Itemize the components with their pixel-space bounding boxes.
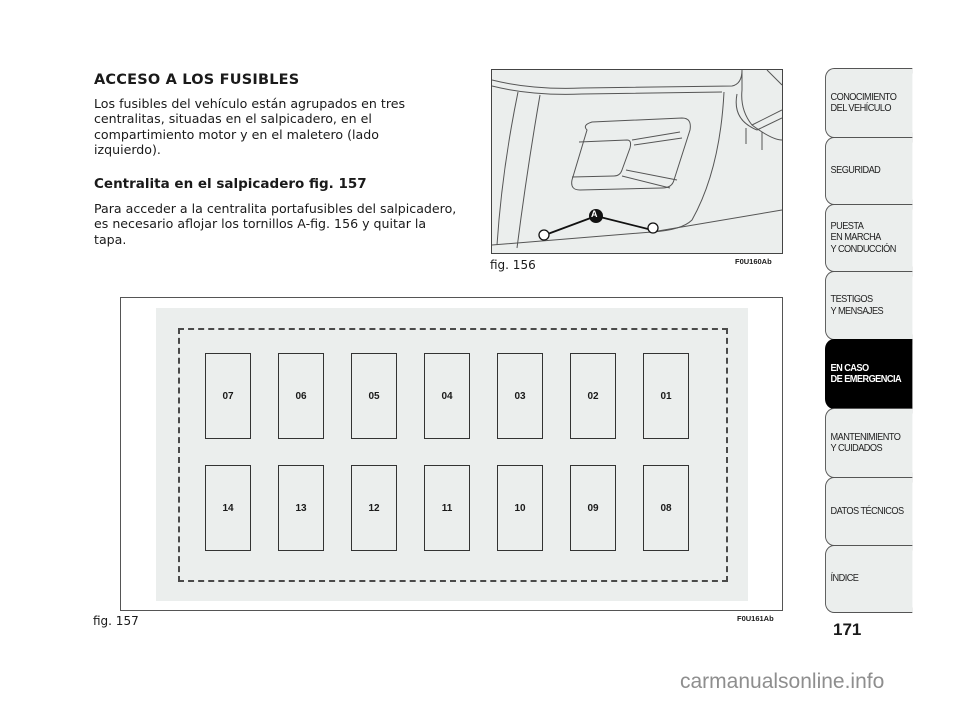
screw-right-icon (647, 222, 659, 234)
callout-a-label: A (591, 209, 598, 219)
tab-puesta-en-marcha[interactable]: PUESTA EN MARCHA Y CONDUCCIÓN (825, 204, 913, 272)
fuse-14: 14 (205, 465, 251, 551)
fuse-11: 11 (424, 465, 470, 551)
tab-seguridad[interactable]: SEGURIDAD (825, 137, 913, 205)
fuse-08: 08 (643, 465, 689, 551)
tab-indice[interactable]: ÍNDICE (825, 545, 913, 613)
tab-testigos-y-mensajes[interactable]: TESTIGOS Y MENSAJES (825, 271, 913, 340)
fuse-09: 09 (570, 465, 616, 551)
fuse-05: 05 (351, 353, 397, 439)
fuse-13: 13 (278, 465, 324, 551)
fuse-07: 07 (205, 353, 251, 439)
subsection-title: Centralita en el salpicadero fig. 157 (94, 176, 367, 192)
body-line: tapa. (94, 231, 127, 247)
intro-line: centralitas, situadas en el salpicadero,… (94, 111, 372, 127)
body-line: Para acceder a la centralita portafusibl… (94, 201, 457, 216)
dashboard-panel-drawing (491, 69, 783, 249)
fuse-03: 03 (497, 353, 543, 439)
intro-line: Los fusibles del vehículo están agrupado… (94, 96, 406, 111)
fuse-12: 12 (351, 465, 397, 551)
tab-en-caso-de-emergencia[interactable]: EN CASO DE EMERGENCIA (825, 339, 913, 409)
screw-left-icon (538, 229, 550, 241)
section-title: ACCESO A LOS FUSIBLES (94, 72, 300, 88)
intro-line: compartimiento motor y en el maletero (l… (94, 126, 379, 142)
fuse-04: 04 (424, 353, 470, 439)
figure-157-caption: fig. 157 (93, 614, 139, 628)
page-number: 171 (833, 620, 862, 639)
watermark: carmanualsonline.info (680, 670, 885, 693)
figure-156-code: F0U160Ab (735, 257, 772, 266)
body-paragraph: Para acceder a la centralita portafusibl… (94, 201, 474, 247)
fusebox-outline (178, 328, 728, 582)
tab-datos-tecnicos[interactable]: DATOS TÉCNICOS (825, 477, 913, 546)
figure-156-illustration: A (491, 69, 783, 254)
figure-156-caption: fig. 156 (490, 258, 536, 272)
figure-157-code: F0U161Ab (737, 614, 774, 623)
intro-line: izquierdo). (94, 141, 161, 157)
fuse-02: 02 (570, 353, 616, 439)
body-line: es necesario aflojar los tornillos A-fig… (94, 216, 427, 232)
tab-mantenimiento-y-cuidados[interactable]: MANTENIMIENTO Y CUIDADOS (825, 408, 913, 478)
figure-157-fusebox: 07 06 05 04 03 02 01 14 13 12 11 10 09 0… (120, 297, 783, 611)
tab-conocimiento-del-vehiculo[interactable]: CONOCIMIENTO DEL VEHÍCULO (825, 68, 913, 138)
fuse-06: 06 (278, 353, 324, 439)
fuse-01: 01 (643, 353, 689, 439)
fuse-10: 10 (497, 465, 543, 551)
intro-paragraph: Los fusibles del vehículo están agrupado… (94, 96, 474, 157)
